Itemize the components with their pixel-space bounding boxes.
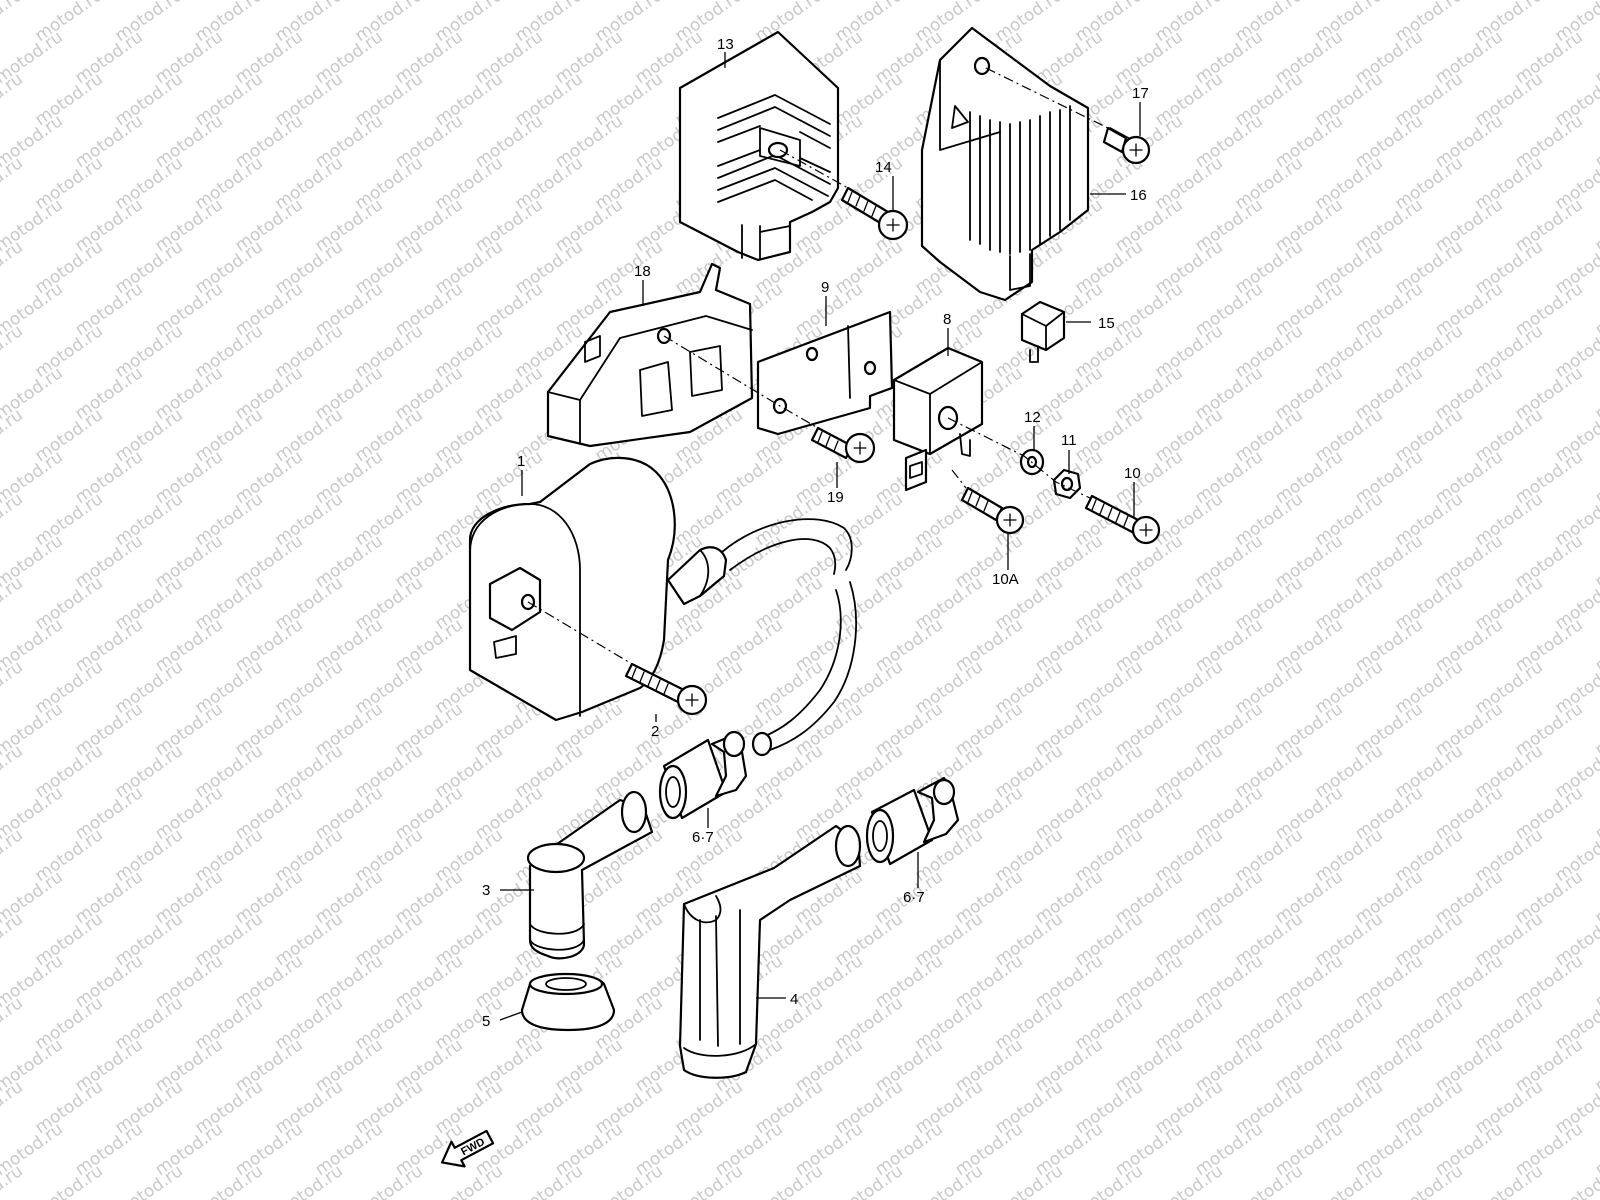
part-16-regulator [920, 26, 1090, 302]
watermark-text: motod.ru [1591, 111, 1600, 172]
watermark-text: motod.ru [1151, 1161, 1226, 1200]
part-8-condenser [892, 346, 984, 492]
watermark-text: motod.ru [1591, 951, 1600, 1012]
callout-15: 15 [1098, 315, 1115, 332]
callout-19: 19 [827, 489, 844, 506]
watermark-text: motod.ru [0, 153, 27, 214]
watermark-text: motod.ru [1591, 531, 1600, 592]
assembly-lines [527, 67, 1109, 665]
watermark-text: motod.ru [111, 1161, 186, 1200]
watermark-text: motod.ru [1391, 1161, 1466, 1200]
callout-9: 9 [821, 279, 829, 296]
callouts: 13 14 17 16 18 9 8 15 12 11 10 19 10A 1 … [482, 36, 1149, 1030]
ht-cable [721, 518, 857, 757]
part-19-screw [810, 426, 876, 464]
part-14-screw [840, 186, 909, 241]
watermark-text: motod.ru [0, 1077, 27, 1138]
watermark-text: motod.ru [0, 825, 27, 886]
part-10a-screw [960, 486, 1025, 535]
watermark-text: motod.ru [191, 1161, 266, 1200]
part-9-plate [756, 310, 894, 436]
watermark-text: motod.ru [0, 489, 27, 550]
watermark-text: motod.ru [831, 1161, 906, 1200]
callout-1: 1 [517, 453, 525, 470]
leader-lines [499, 52, 1141, 1021]
watermark-text: motod.ru [1591, 195, 1600, 256]
watermark-text: motod.ru [591, 1161, 666, 1200]
watermark-text: motod.ru [0, 321, 27, 382]
part-6-7-lower-cap [865, 776, 960, 866]
callout-2: 2 [651, 723, 659, 740]
watermark-text: motod.ru [991, 1161, 1066, 1200]
watermark-text: motod.ru [1591, 363, 1600, 424]
part-10-screw [1084, 494, 1161, 545]
watermark-text: motod.ru [1591, 867, 1600, 928]
part-5-rubber-boot [520, 972, 616, 1032]
watermark-text: motod.ru [1591, 27, 1600, 88]
part-2-screw [624, 662, 708, 716]
callout-4: 4 [790, 991, 798, 1008]
callout-10a: 10A [992, 571, 1019, 588]
watermark-text: motod.ru [0, 909, 27, 970]
callout-16: 16 [1130, 187, 1147, 204]
watermark-text: motod.ru [1591, 447, 1600, 508]
watermark-text: motod.ru [351, 1161, 426, 1200]
watermark-text: motod.ru [1231, 1161, 1306, 1200]
callout-3: 3 [482, 882, 490, 899]
watermark-text: motod.ru [0, 573, 27, 634]
callout-6-7-upper: 6·7 [692, 829, 714, 846]
part-3-plug-cap-straight [526, 790, 654, 960]
callout-5: 5 [482, 1013, 490, 1030]
part-11-nut [1052, 468, 1082, 500]
watermark-text: motod.ru [1591, 279, 1600, 340]
watermark-text: motod.ru [0, 69, 27, 130]
callout-11: 11 [1061, 432, 1077, 449]
watermark-text: motod.ru [671, 1161, 746, 1200]
watermark-text: motod.ru [1591, 1119, 1600, 1180]
callout-10: 10 [1124, 465, 1141, 482]
watermark-text: motod.ru [1311, 1161, 1386, 1200]
watermark-text: motod.ru [751, 1161, 826, 1200]
watermark-text: motod.ru [1591, 1035, 1600, 1096]
watermark-text: motod.ru [0, 405, 27, 466]
watermark-text: motod.ru [1591, 699, 1600, 760]
callout-12: 12 [1024, 409, 1041, 426]
part-6-7-upper-cap [658, 730, 748, 820]
watermark-text: motod.ru [1071, 1161, 1146, 1200]
watermark-text: motod.ru [511, 1161, 586, 1200]
watermark-text: motod.ru [1591, 783, 1600, 844]
callout-6-7-lower: 6·7 [903, 889, 925, 906]
callout-14: 14 [875, 159, 892, 176]
watermark-text: motod.ru [1471, 1161, 1546, 1200]
callout-13: 13 [717, 36, 734, 53]
part-17-screw [1102, 126, 1151, 165]
part-15-connector [1020, 300, 1066, 363]
watermark-text: motod.ru [0, 741, 27, 802]
watermark-text: motod.ru [911, 1161, 986, 1200]
watermark-text: motod.ru [271, 1161, 346, 1200]
watermark-text: motod.ru [0, 993, 27, 1054]
part-4-plug-cap-angled [678, 824, 862, 1079]
callout-18: 18 [634, 263, 651, 280]
part-18-bracket [546, 262, 754, 448]
watermark-text: motod.ru [31, 1161, 106, 1200]
watermark-text: motod.ru [0, 237, 27, 298]
part-1-ignition-coil [468, 456, 728, 722]
part-13-regulator-rectifier [678, 30, 840, 262]
watermark-text: motod.ru [1591, 615, 1600, 676]
callout-8: 8 [943, 311, 951, 328]
watermark-text: motod.ru [431, 1161, 506, 1200]
watermark-text: motod.ru [0, 657, 27, 718]
watermark-text: motod.ru [0, 0, 27, 46]
callout-17: 17 [1132, 85, 1149, 102]
